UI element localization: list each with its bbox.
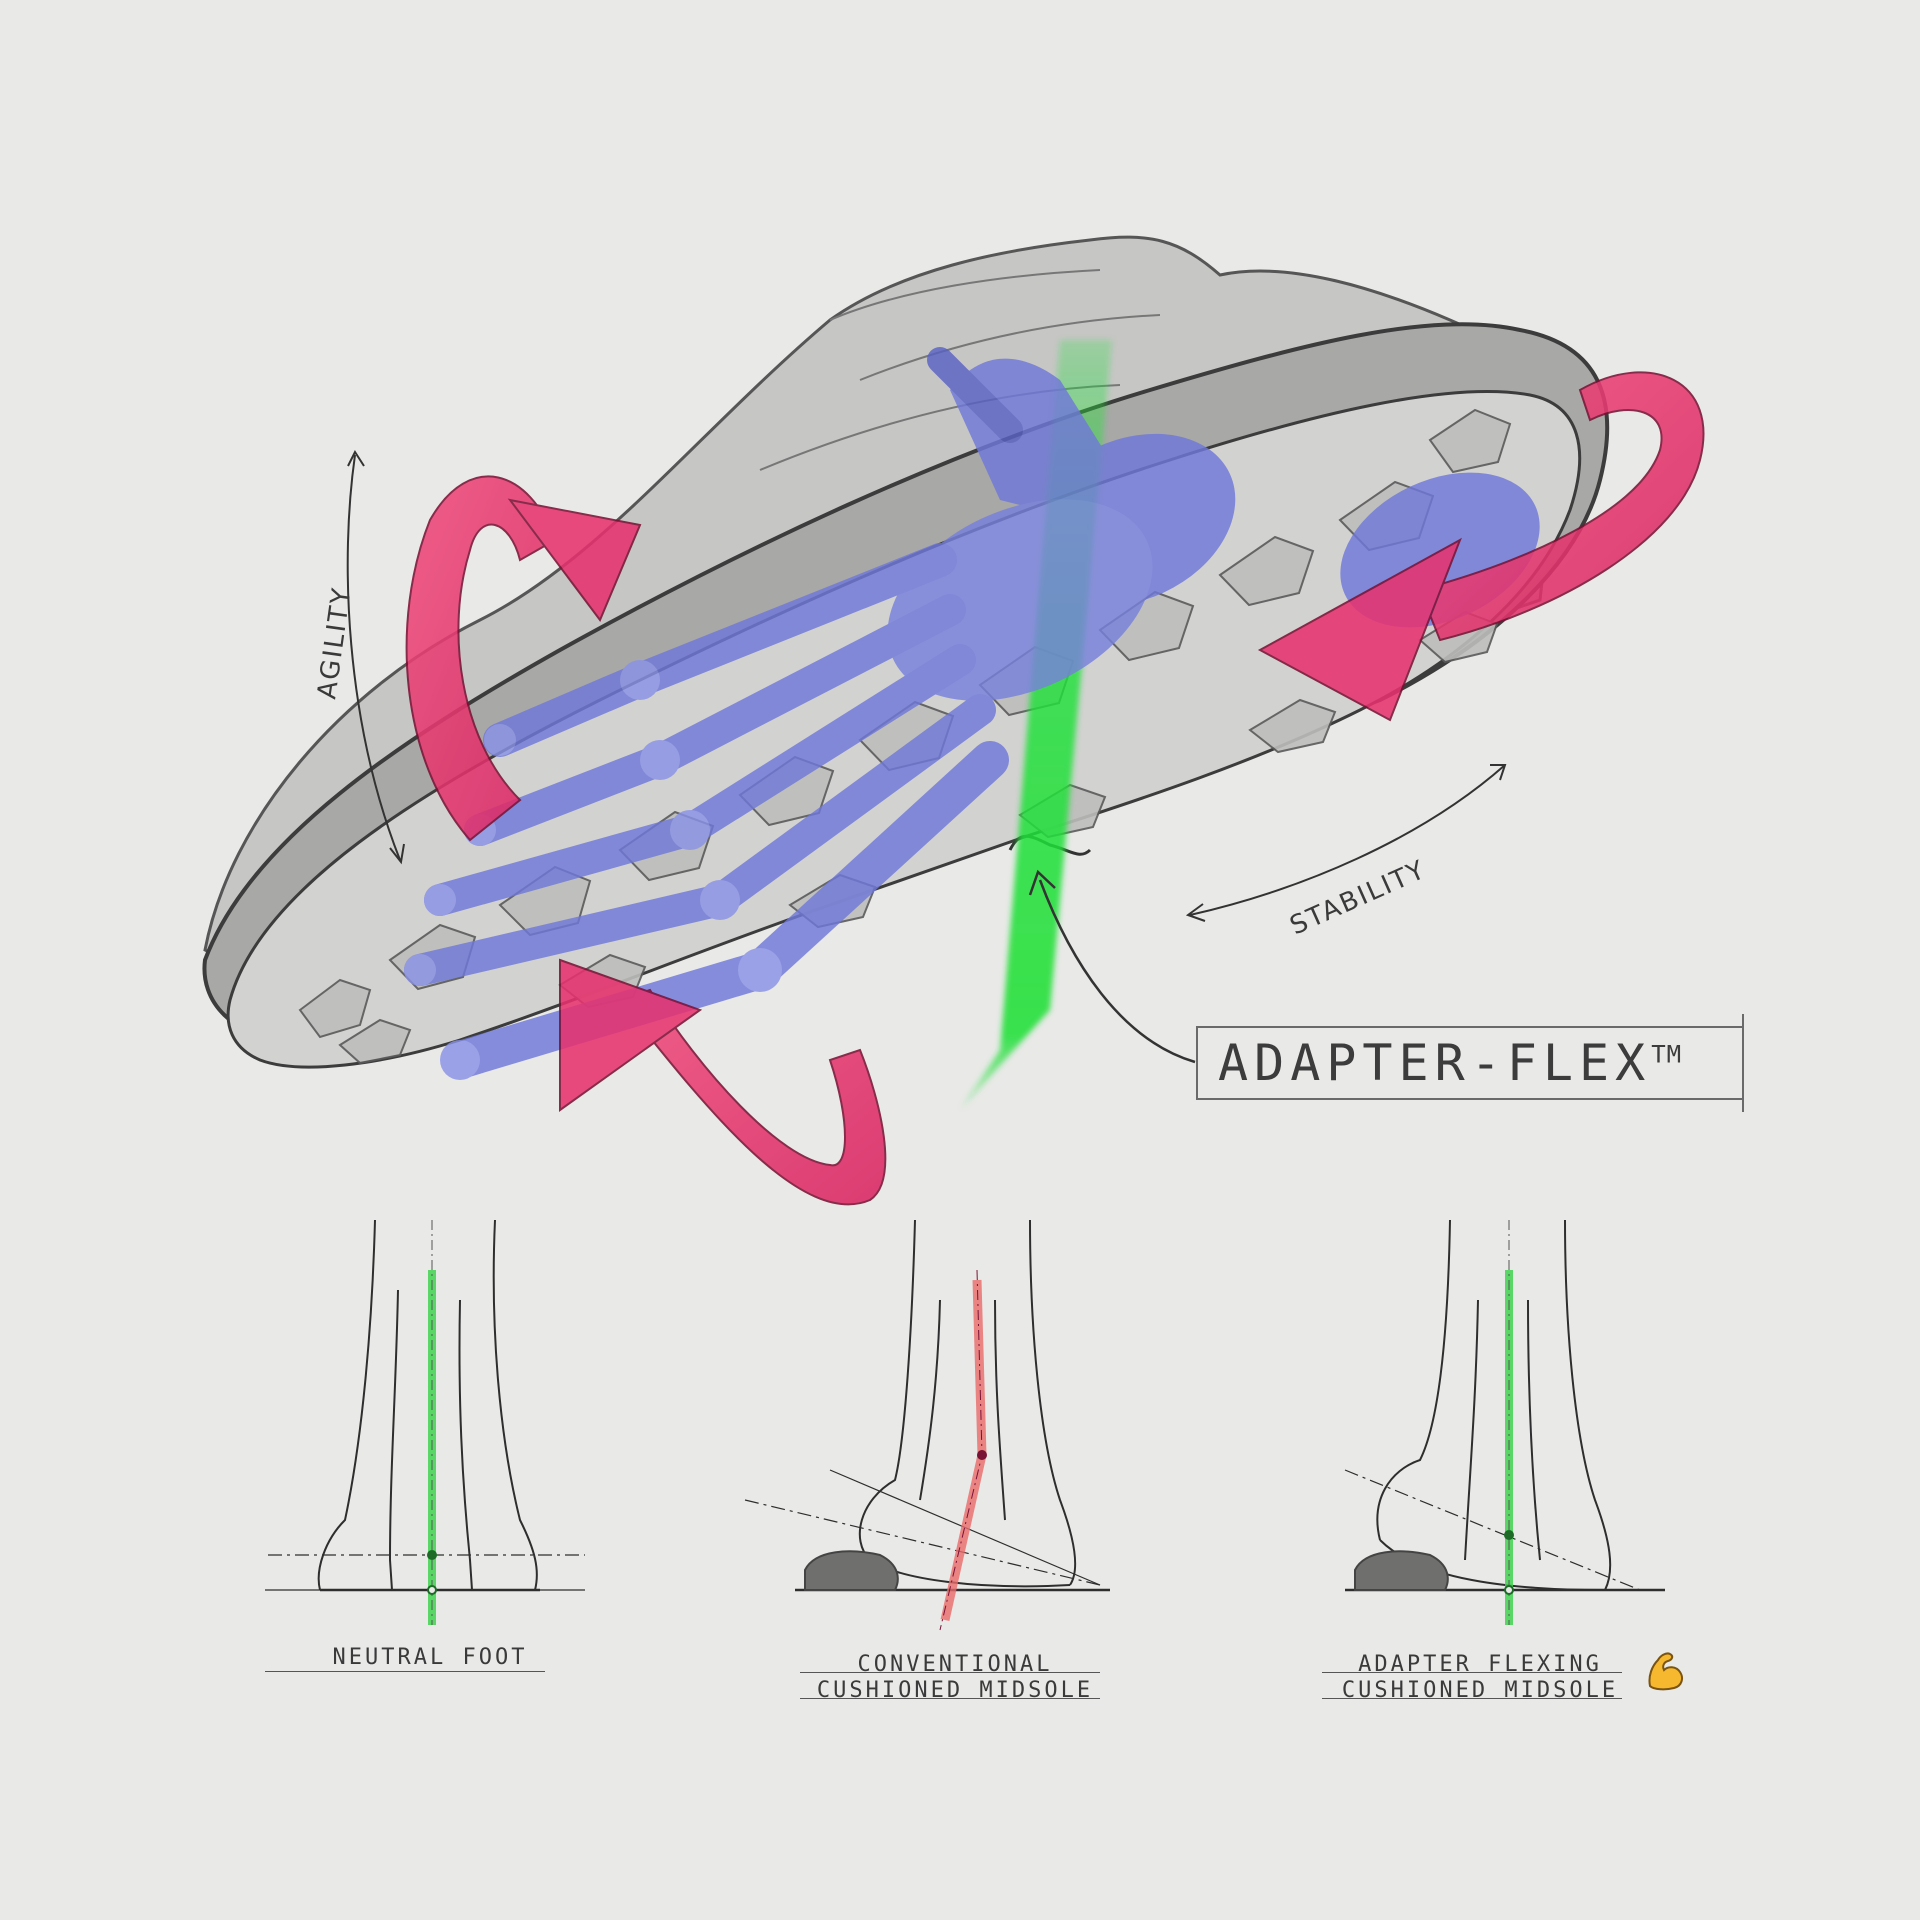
diagram-neutral-foot	[265, 1219, 585, 1625]
adapter-flex-label: ADAPTER-FLEXTM	[1218, 1034, 1682, 1092]
trademark-mark: TM	[1651, 1040, 1683, 1069]
caption-neutral-text: NEUTRAL FOOT	[332, 1645, 528, 1670]
caption-adapter-line2: CUSHIONED MIDSOLE	[1341, 1678, 1619, 1703]
caption-conventional: CONVENTIONAL CUSHIONED MIDSOLE	[790, 1652, 1120, 1704]
caption-conventional-underline-1	[800, 1672, 1100, 1673]
caption-adapter-underline-2	[1322, 1698, 1622, 1699]
brand-pointer-line	[1038, 879, 1196, 1064]
diagram-conventional-midsole	[744, 1219, 1110, 1631]
caption-conventional-underline-2	[800, 1698, 1100, 1699]
caption-neutral-foot: NEUTRAL FOOT	[270, 1645, 590, 1671]
diagram-adapter-midsole	[1344, 1219, 1665, 1625]
caption-adapter: ADAPTER FLEXING CUSHIONED MIDSOLE	[1320, 1652, 1640, 1704]
stability-label: STABILITY	[1286, 855, 1431, 942]
flexed-biceps-icon	[1648, 1652, 1683, 1691]
caption-adapter-underline-1	[1322, 1672, 1622, 1673]
adapter-flex-callout: ADAPTER-FLEXTM	[1196, 1014, 1744, 1112]
caption-conventional-line1: CONVENTIONAL	[857, 1652, 1053, 1677]
rotation-arrow-forefoot-bottom	[559, 958, 887, 1206]
caption-adapter-line1: ADAPTER FLEXING	[1358, 1652, 1602, 1677]
rotation-arrow-forefoot-top	[405, 475, 642, 842]
brand-name: ADAPTER-FLEX	[1218, 1034, 1652, 1092]
stability-annotation: STABILITY	[1185, 764, 1507, 942]
conventional-alignment-line	[940, 1279, 987, 1621]
rotation-arrow-heel	[1257, 371, 1705, 722]
caption-conventional-line2: CUSHIONED MIDSOLE	[816, 1678, 1094, 1703]
caption-neutral-underline	[265, 1671, 545, 1672]
